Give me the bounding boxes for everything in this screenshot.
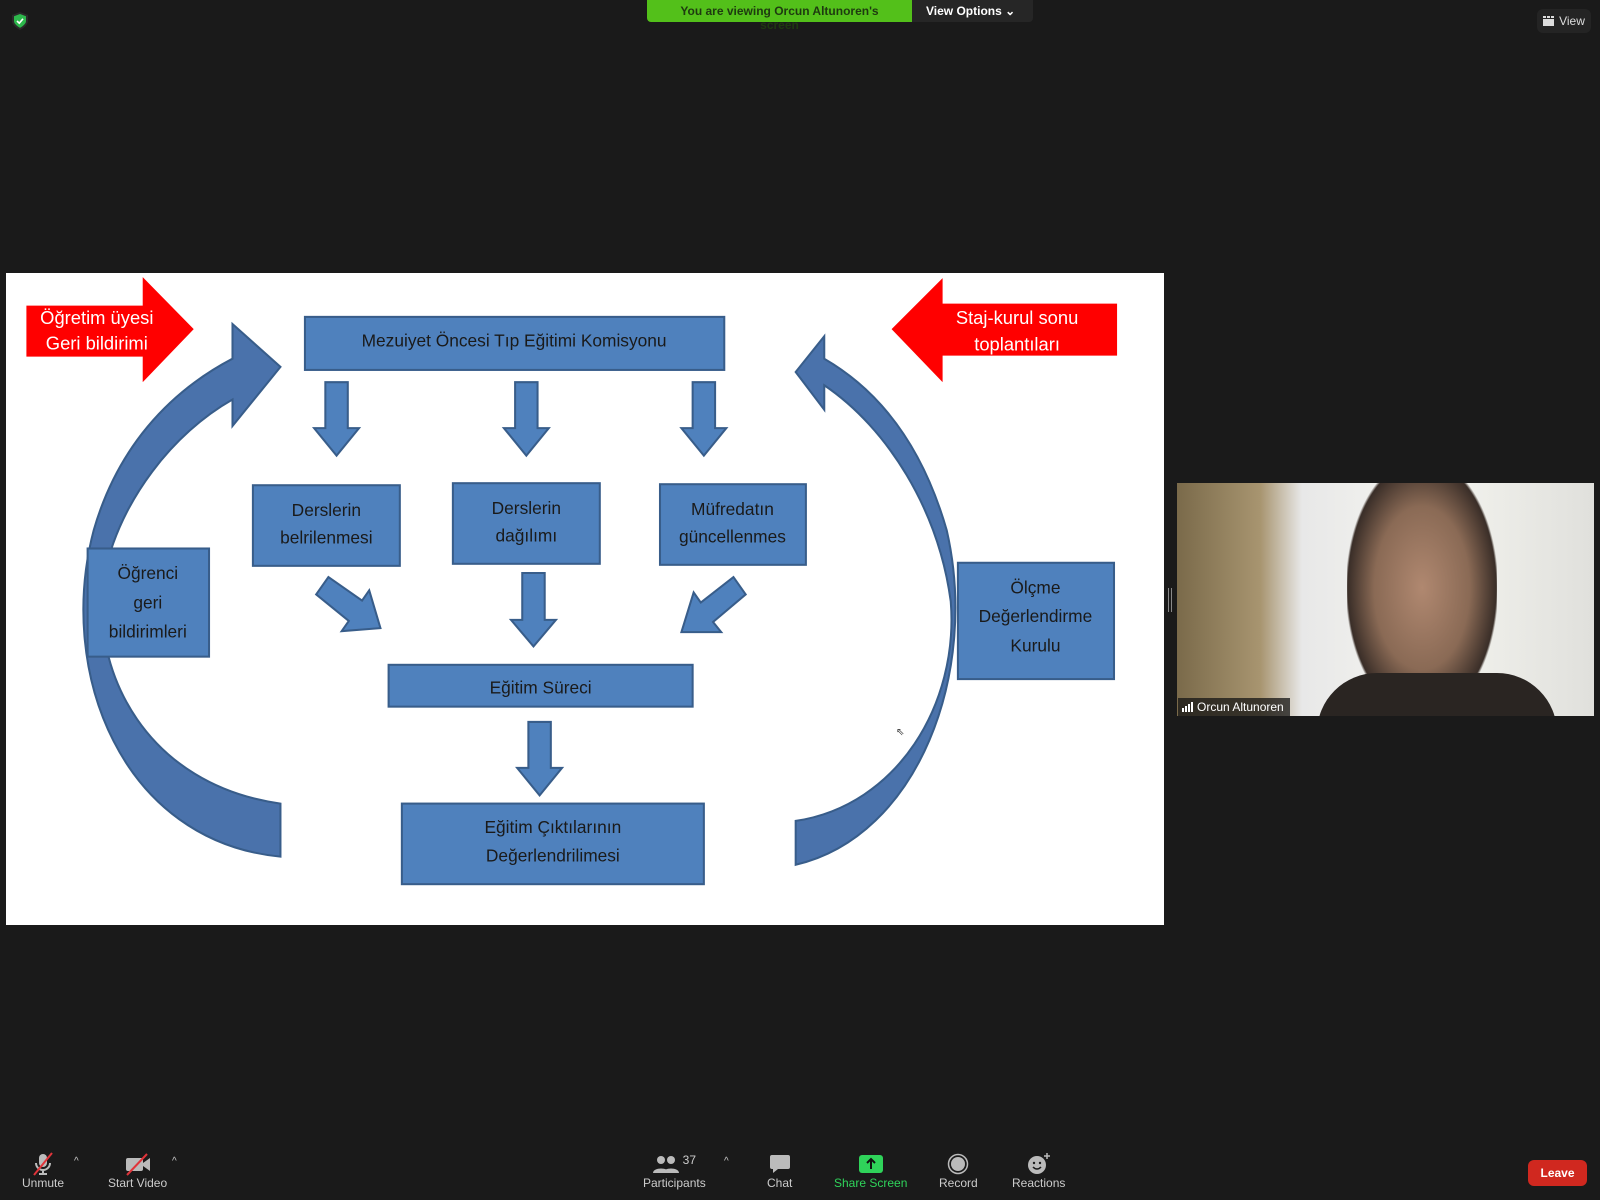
red-left-line1: Öğretim üyesi: [40, 307, 153, 328]
start-video-label: Start Video: [108, 1176, 168, 1190]
video-options-caret-icon[interactable]: ^: [172, 1156, 177, 1167]
red-right-line1: Staj-kurul sonu: [956, 307, 1078, 328]
view-options-label: View Options: [926, 4, 1002, 18]
process-text: Eğitim Süreci: [490, 677, 592, 697]
box-course-determination: [251, 484, 401, 567]
screen-share-banner: You are viewing Orcun Altunoren's screen…: [647, 0, 1033, 32]
box1-line1: Derslerin: [292, 500, 361, 520]
box-education-process: [387, 663, 694, 708]
panel-resize-handle[interactable]: [1168, 588, 1172, 612]
student-line1: Öğrenci: [117, 563, 178, 583]
assessment-line3: Kurulu: [1010, 636, 1060, 656]
red-left-line2: Geri bildirimi: [46, 333, 148, 354]
reactions-smiley-icon: [1027, 1153, 1050, 1174]
mouse-cursor-icon: ⇖: [896, 727, 905, 738]
diag-arrow-left: [314, 575, 382, 633]
box2-line1: Derslerin: [492, 498, 561, 518]
chat-bubble-icon: [769, 1155, 790, 1173]
box-committee: [303, 315, 726, 371]
signal-strength-icon: [1182, 702, 1193, 712]
security-shield-icon[interactable]: [12, 12, 28, 30]
down-arrow-middle: [508, 571, 559, 649]
box3-line2: güncellenmes: [679, 526, 786, 546]
participants-options-caret-icon[interactable]: ^: [724, 1156, 729, 1167]
red-right-line2: toplantıları: [974, 334, 1060, 355]
assessment-line2: Değerlendirme: [979, 606, 1093, 626]
participant-count: 37: [682, 1153, 697, 1167]
unmute-button[interactable]: Unmute: [22, 1152, 64, 1190]
box1-line2: belrilenmesi: [280, 527, 372, 547]
student-line3: bildirimleri: [109, 621, 187, 641]
leave-button[interactable]: Leave: [1528, 1160, 1587, 1186]
red-arrow-right: [891, 278, 1118, 383]
down-arrow-3: [679, 381, 729, 458]
view-options-button[interactable]: View Options ⌄: [912, 0, 1033, 22]
box2-line2: dağılımı: [496, 525, 558, 545]
box-course-distribution: [451, 482, 601, 565]
curved-arrow-right: [794, 333, 957, 867]
student-line2: geri: [133, 593, 162, 613]
diag-arrow-right: [680, 575, 748, 634]
share-screen-arrow-icon: [858, 1155, 883, 1173]
unmute-label: Unmute: [22, 1176, 65, 1190]
viewing-banner: You are viewing Orcun Altunoren's screen: [647, 0, 912, 32]
chat-label: Chat: [767, 1176, 793, 1190]
record-button[interactable]: Record: [939, 1152, 978, 1190]
participants-icon: [652, 1156, 679, 1173]
participant-body: [1317, 673, 1557, 716]
record-label: Record: [939, 1176, 978, 1190]
view-label: View: [1559, 14, 1585, 28]
share-screen-label: Share Screen: [834, 1176, 908, 1190]
participants-button[interactable]: 37 Participants: [643, 1152, 706, 1190]
down-arrow-bottom: [515, 720, 565, 798]
box-curriculum-update: [658, 483, 807, 566]
view-button[interactable]: View: [1537, 9, 1591, 33]
chat-button[interactable]: Chat: [767, 1152, 792, 1190]
curved-arrow-left: [82, 321, 282, 858]
box-outcome-evaluation: [400, 802, 705, 886]
start-video-button[interactable]: Start Video: [108, 1152, 167, 1190]
box3-line1: Müfredatın: [691, 499, 774, 519]
assessment-line1: Ölçme: [1010, 577, 1060, 597]
chevron-down-icon: ⌄: [1005, 4, 1016, 18]
reactions-label: Reactions: [1012, 1176, 1066, 1190]
down-arrow-1: [311, 381, 362, 458]
muted-microphone-icon: [33, 1152, 53, 1176]
participants-label: Participants: [643, 1176, 706, 1190]
box-student-feedback: [86, 547, 211, 658]
participant-video[interactable]: [1177, 483, 1594, 716]
participant-name-label: Orcun Altunoren: [1178, 698, 1290, 716]
shared-slide: Öğretim üyesi Geri bildirimi Staj-kurul …: [6, 273, 1164, 925]
outcome-line1: Eğitim Çıktılarının: [484, 817, 621, 837]
participant-name: Orcun Altunoren: [1197, 700, 1284, 714]
red-arrow-left: [26, 277, 194, 383]
grid-view-icon: [1543, 16, 1555, 26]
video-off-icon: [125, 1153, 150, 1176]
share-screen-button[interactable]: Share Screen: [834, 1152, 907, 1190]
reactions-button[interactable]: Reactions: [1012, 1152, 1065, 1190]
down-arrow-2: [501, 381, 551, 458]
outcome-line2: Değerlendrilimesi: [486, 846, 620, 866]
audio-options-caret-icon[interactable]: ^: [74, 1156, 79, 1167]
box-assessment-board: [956, 561, 1116, 681]
record-icon: [948, 1153, 969, 1175]
committee-text: Mezuiyet Öncesi Tıp Eğitimi Komisyonu: [362, 330, 667, 350]
